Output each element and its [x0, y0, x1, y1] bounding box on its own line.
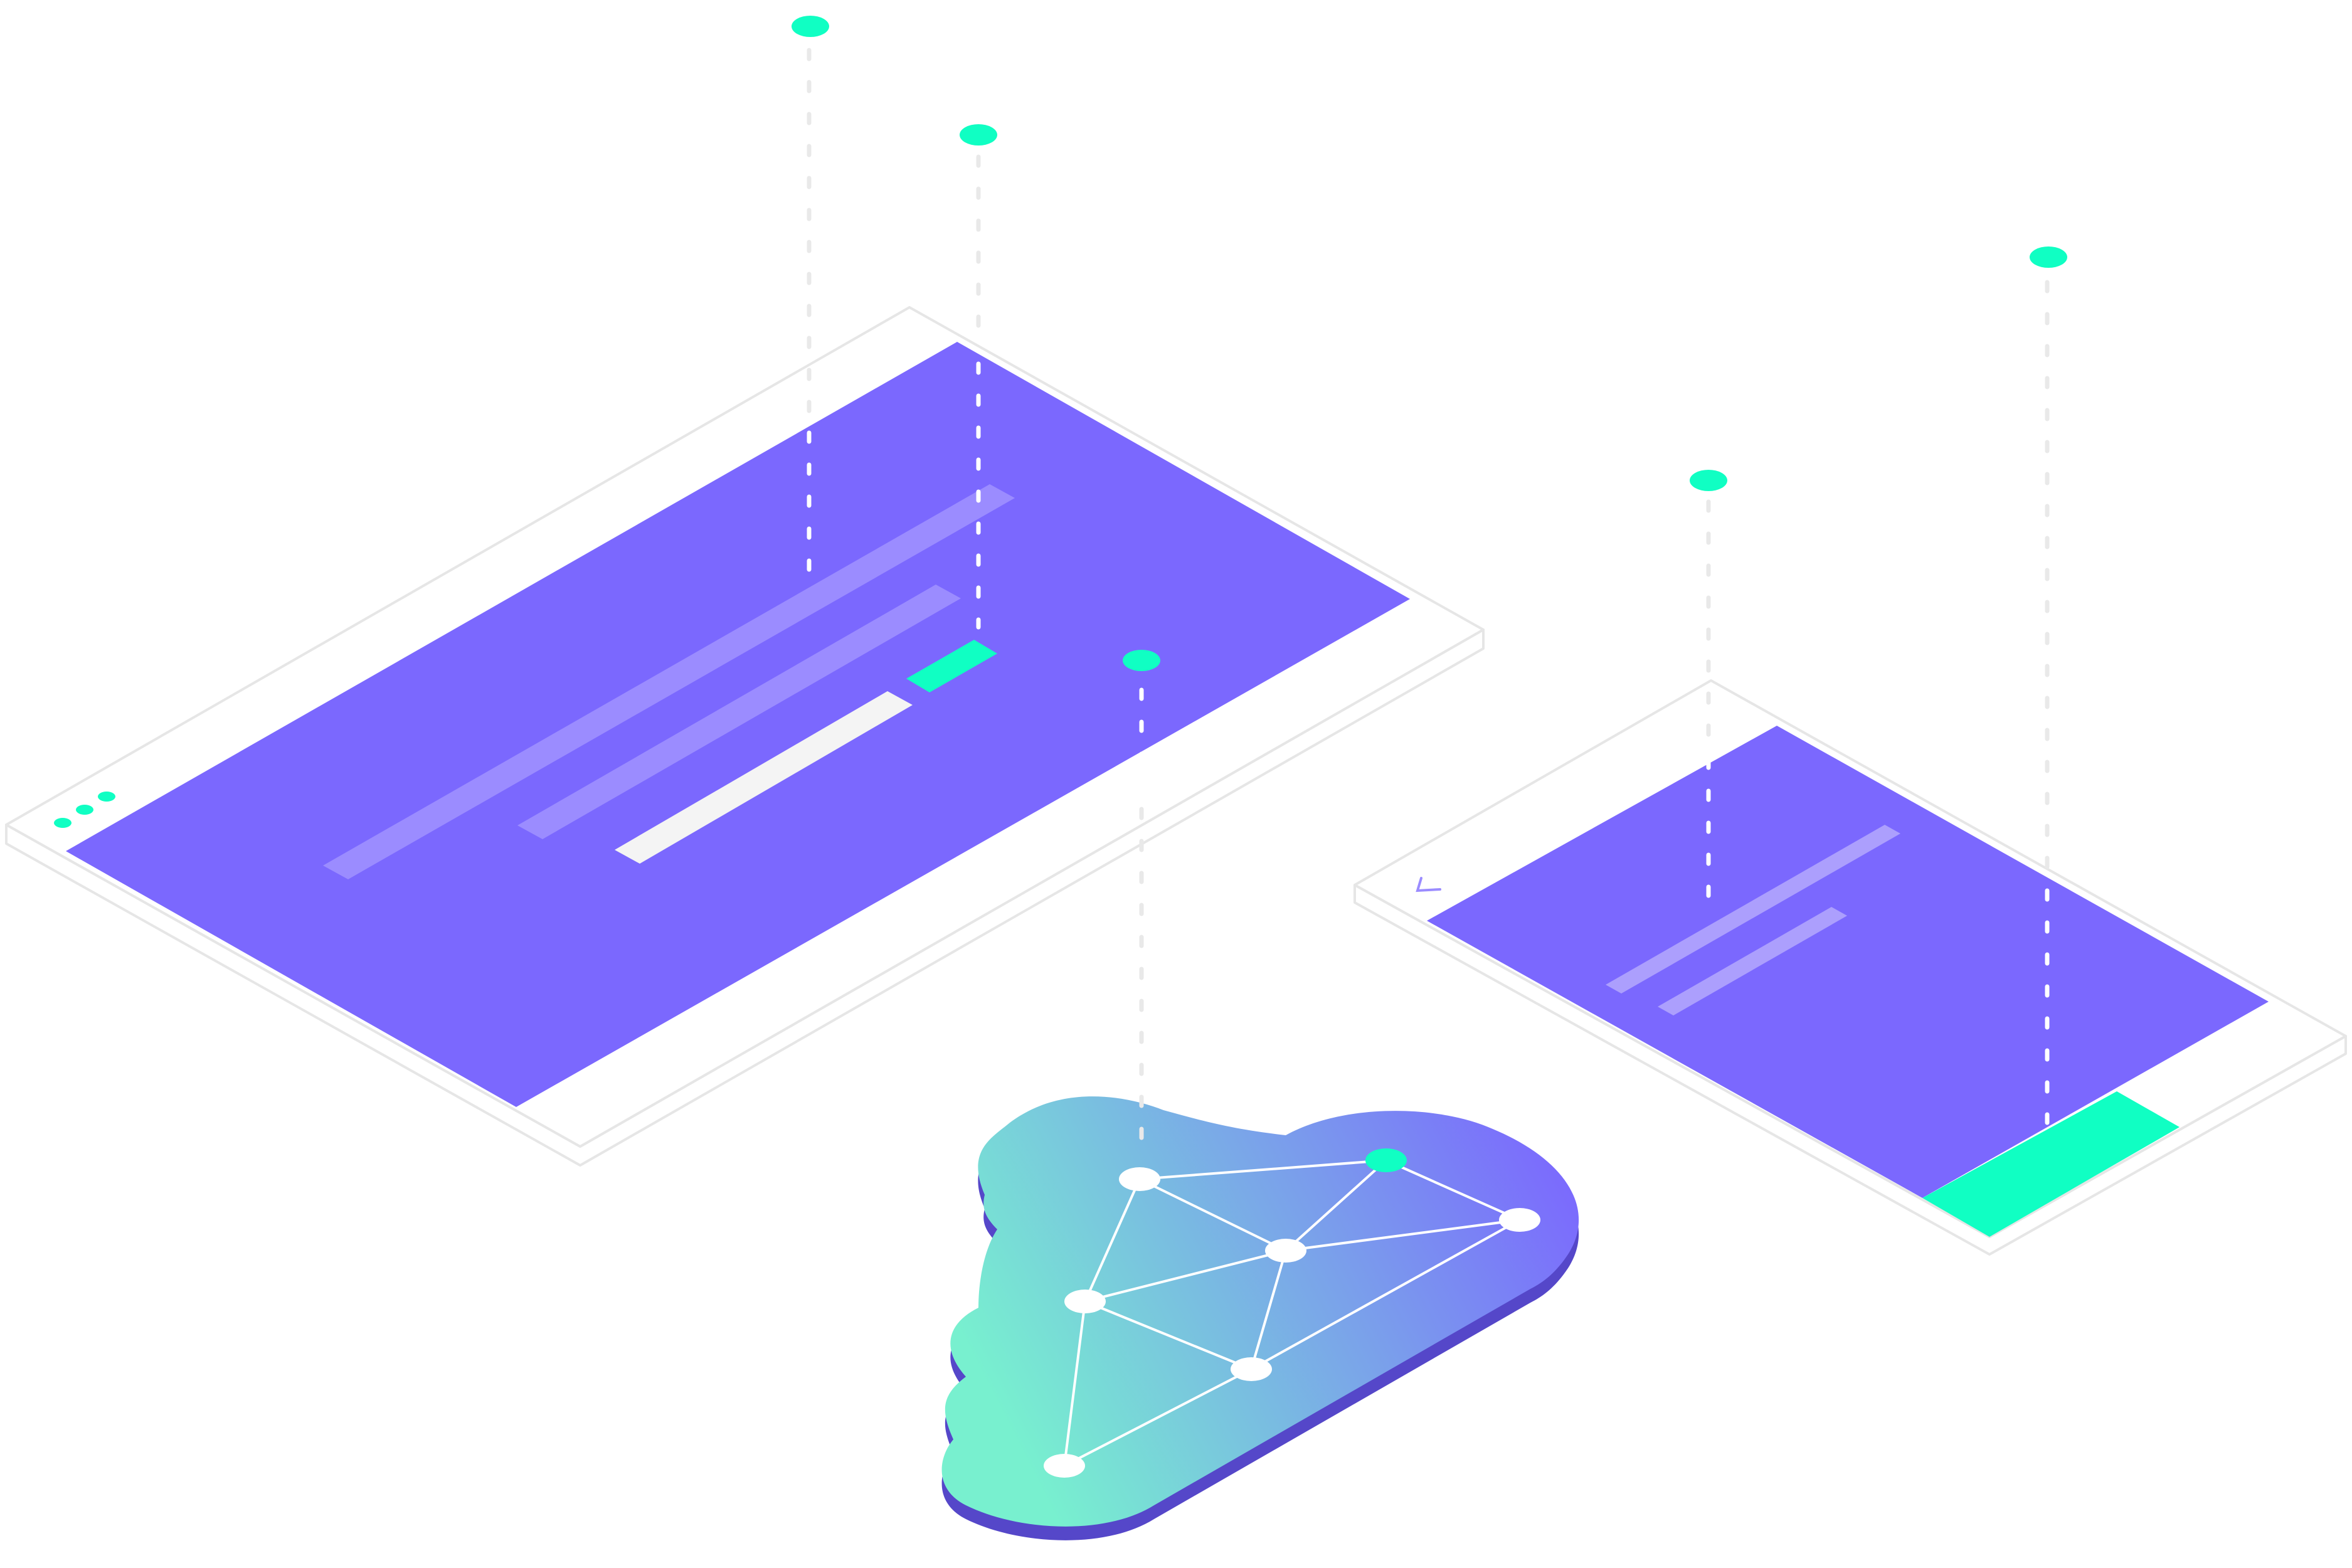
- mobile-screen: [1427, 726, 2269, 1198]
- network-edge: [1064, 1368, 1252, 1467]
- network-node[interactable]: [1044, 1454, 1085, 1478]
- connector-pin[interactable]: [2030, 246, 2067, 268]
- mobile-text-bar-title: [1606, 825, 1900, 993]
- network-edge: [1084, 1249, 1286, 1303]
- network-node[interactable]: [1231, 1357, 1272, 1381]
- network-node[interactable]: [1265, 1239, 1306, 1263]
- mobile-text-bar-subtitle: [1658, 907, 1847, 1015]
- window-controls: [54, 792, 115, 828]
- network-edge: [1251, 1219, 1520, 1370]
- connector-pin[interactable]: [792, 16, 829, 37]
- network-edge: [1084, 1179, 1141, 1302]
- network-edge: [1250, 1250, 1287, 1370]
- network-edge: [1285, 1219, 1520, 1252]
- network-edge: [1139, 1159, 1387, 1180]
- cloud-top: [941, 1096, 1579, 1527]
- window-control-dot[interactable]: [76, 805, 93, 815]
- network-edge: [1139, 1178, 1286, 1252]
- network-edges: [1063, 1159, 1520, 1467]
- network-edge: [1063, 1301, 1086, 1466]
- network-node[interactable]: [1064, 1290, 1106, 1313]
- network-node-active[interactable]: [1365, 1148, 1407, 1172]
- mobile-action-button[interactable]: [1922, 1091, 2180, 1237]
- window-control-dot[interactable]: [98, 792, 115, 802]
- network-edge: [1285, 1159, 1387, 1252]
- window-control-dot[interactable]: [54, 818, 72, 828]
- back-chevron-icon[interactable]: [1416, 877, 1441, 893]
- cloud: [941, 1096, 1579, 1540]
- mobile-window: [1353, 679, 2347, 1256]
- desktop-window: [5, 306, 1485, 1167]
- text-bar-subtitle: [517, 585, 961, 839]
- network-nodes: [1044, 1148, 1540, 1478]
- submit-button[interactable]: [906, 640, 997, 692]
- network-edge: [1385, 1159, 1520, 1221]
- connector-pin[interactable]: [1690, 470, 1727, 491]
- connector-pin[interactable]: [1123, 650, 1160, 671]
- input-field[interactable]: [615, 691, 913, 864]
- network-node[interactable]: [1499, 1208, 1540, 1232]
- network-edge: [1084, 1300, 1252, 1370]
- connector-pin[interactable]: [960, 124, 997, 146]
- network-node[interactable]: [1119, 1167, 1160, 1191]
- text-bar-title: [323, 484, 1015, 879]
- connectors: [792, 16, 2067, 1163]
